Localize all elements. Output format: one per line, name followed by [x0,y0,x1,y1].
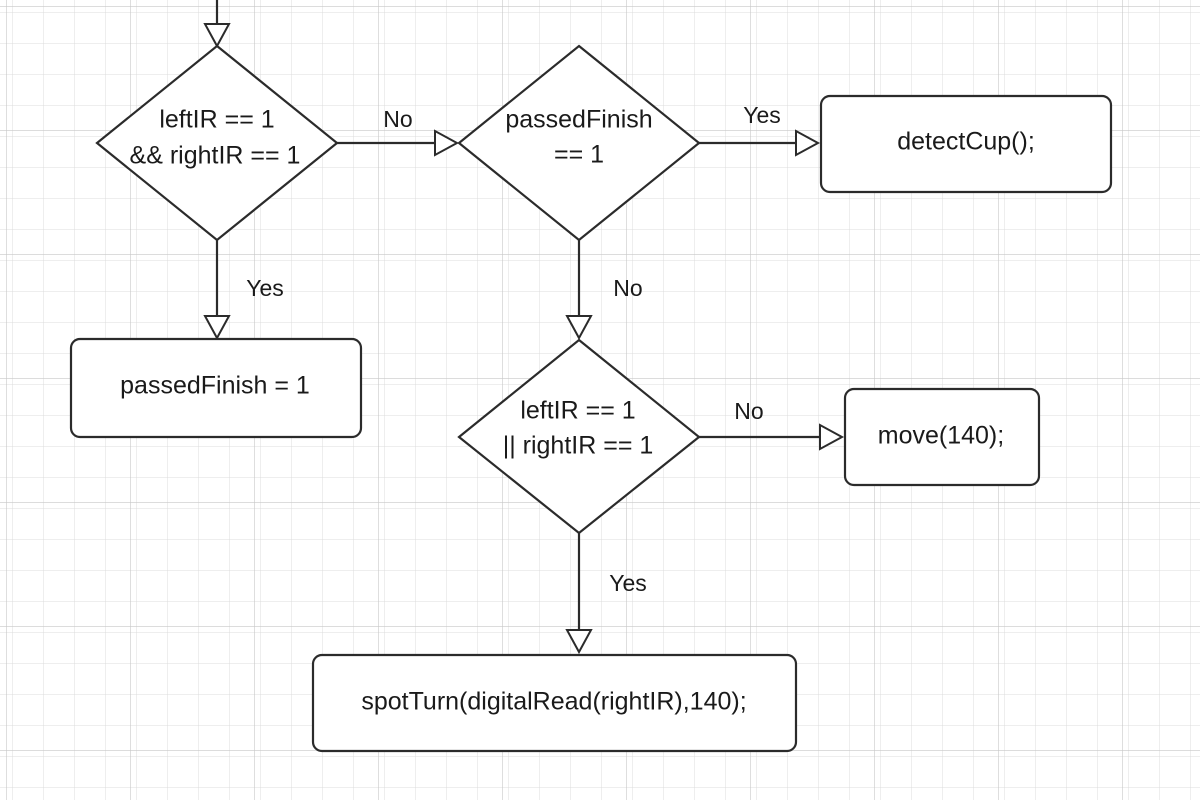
decision-either-ir[interactable]: leftIR == 1 || rightIR == 1 [457,338,701,535]
process-set-passed-finish-label: passedFinish = 1 [120,372,310,400]
decision-passed-finish-shape[interactable] [457,44,701,242]
decision-either-ir-line2: || rightIR == 1 [503,432,654,460]
decision-both-ir-line1: leftIR == 1 [159,106,274,134]
decision-either-ir-shape[interactable] [457,338,701,535]
arrowhead-either-no [819,423,845,451]
arrowhead-both-yes [203,315,231,341]
process-detect-cup[interactable]: detectCup(); [819,94,1113,194]
edge-label-either-no: No [734,398,763,424]
decision-passed-finish-line2: == 1 [554,141,604,169]
process-move[interactable]: move(140); [843,387,1041,487]
edges [203,0,845,655]
edge-label-passed-no: No [613,275,642,301]
arrowhead-both-no [434,129,460,157]
process-move-shape[interactable] [843,387,1041,487]
decision-both-ir-line2: && rightIR == 1 [130,142,301,170]
arrowhead-passed-no [565,315,593,341]
arrowhead-incoming-top [203,23,231,49]
edge-label-either-yes: Yes [609,570,647,596]
process-set-passed-finish-shape[interactable] [69,337,363,439]
process-set-passed-finish[interactable]: passedFinish = 1 [69,337,363,439]
edge-label-both-no: No [383,106,412,132]
arrowhead-either-yes [565,629,593,655]
process-detect-cup-shape[interactable] [819,94,1113,194]
decision-both-ir-shape[interactable] [95,44,339,242]
decision-passed-finish[interactable]: passedFinish == 1 [457,44,701,242]
edge-labels: No Yes Yes No No Yes [246,102,781,596]
process-spot-turn-shape[interactable] [311,653,798,753]
process-detect-cup-label: detectCup(); [897,128,1035,156]
process-move-label: move(140); [878,422,1004,450]
edge-label-both-yes: Yes [246,275,284,301]
decision-passed-finish-line1: passedFinish [505,106,652,134]
edge-label-passed-yes: Yes [743,102,781,128]
process-spot-turn-label: spotTurn(digitalRead(rightIR),140); [361,688,746,716]
process-spot-turn[interactable]: spotTurn(digitalRead(rightIR),140); [311,653,798,753]
decision-both-ir[interactable]: leftIR == 1 && rightIR == 1 [95,44,339,242]
arrowhead-passed-yes [795,129,821,157]
decision-either-ir-line1: leftIR == 1 [520,397,635,425]
